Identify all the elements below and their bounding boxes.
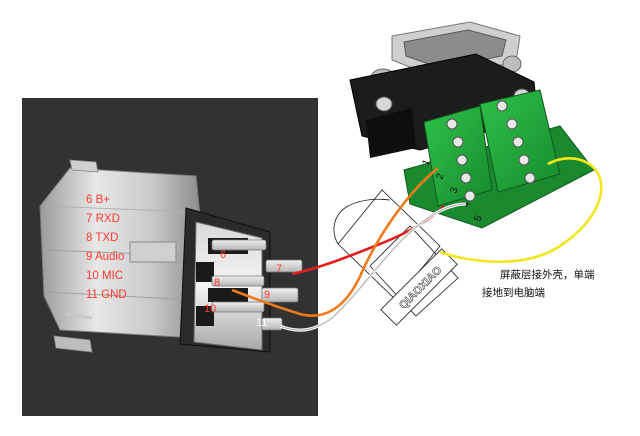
plug-metal-shell [39,159,201,353]
plug-pins [211,239,303,331]
pin-number-9: 9 [264,289,270,301]
pin-label-9: 9 Audio [86,251,124,263]
terminal-block-right [479,89,561,193]
pin-label-10: 10 MIC [86,270,123,282]
pin-function-list: 6 B+ 7 RXD 8 TXD 9 Audio 10 MIC 11 GND [86,194,127,301]
pin-label-8: 8 TXD [86,232,118,244]
terminal-number-2: 2 [434,172,446,181]
wire-yellow-shield [439,157,603,264]
shield-note: 屏蔽层接外壳，单端 接地到电脑端 [482,268,595,299]
pin-number-7: 7 [276,263,282,275]
shield-note-line2: 接地到电脑端 [482,286,545,299]
pin-label-7: 7 RXD [86,213,120,225]
terminal-block-left [423,105,493,207]
pin-label-6: 6 B+ [86,194,110,206]
pin-number-10: 10 [204,303,216,315]
pin-number-6: 6 [220,249,226,261]
terminal-number-3: 3 [448,186,460,195]
terminal-number-5: 5 [472,214,484,223]
wires [231,157,603,332]
db9-black-body-side [366,108,416,158]
cable-edge [333,198,391,245]
pin-number-11: 11 [256,317,267,329]
db9-terminal-adapter: 1 2 3 4 5 [349,21,595,229]
shield-note-line1: 屏蔽层接外壳，单端 [500,268,595,281]
wire-orange-audio [231,166,439,317]
wire-white-gnd-outline [279,203,467,331]
terminal-number-1: 1 [420,158,432,167]
terminal-number-4: 4 [460,200,472,209]
usb-plug-photo: 6 B+ 7 RXD 8 TXD 9 Audio 10 MIC 11 GND 6… [22,98,318,416]
cable-brand-sleeve [380,248,458,326]
db9-screw-left [375,96,393,112]
pin-number-8: 8 [214,277,220,289]
pin-label-11: 11 GND [86,289,127,301]
